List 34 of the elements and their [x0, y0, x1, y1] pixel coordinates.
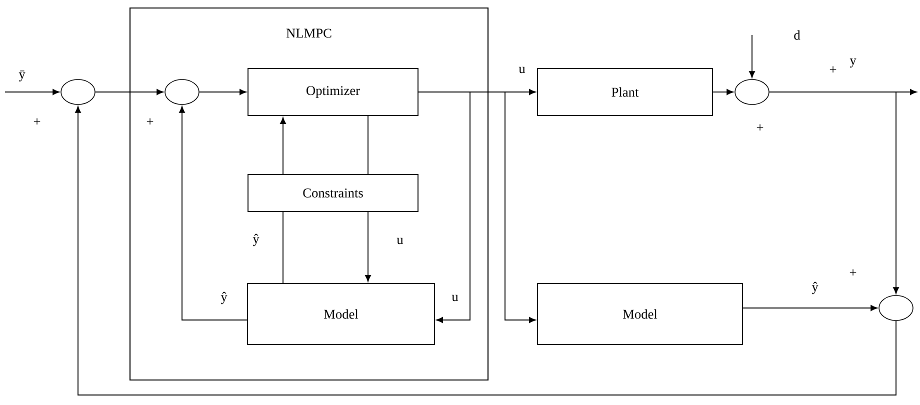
edge-label: ȳ: [18, 70, 26, 82]
block-box: Optimizer: [248, 68, 418, 116]
edge-label: y: [850, 58, 856, 68]
arrow: [198, 89, 246, 95]
summing-junction: [734, 79, 770, 105]
edge-label: ŷ: [220, 292, 228, 304]
block-box: Model: [537, 283, 743, 345]
block-box: Plant: [537, 68, 713, 116]
arrow: [768, 92, 899, 294]
edge-label: u: [518, 66, 526, 74]
arrow: [365, 212, 371, 282]
summing-junction: [878, 295, 914, 321]
edge-label: ŷ: [252, 234, 260, 246]
sign-label: +: [830, 66, 836, 72]
edge-label: u: [396, 238, 404, 244]
sign-label: +: [34, 118, 40, 124]
arrow: [179, 106, 248, 320]
arrow: [742, 305, 878, 311]
sign-label: +: [146, 118, 154, 124]
edge-label: d: [794, 30, 800, 40]
block-box: Constraints: [248, 174, 418, 212]
block-box: Model: [247, 283, 435, 345]
sign-label: +: [850, 269, 856, 276]
sign-label: +: [756, 124, 764, 130]
arrow: [4, 89, 60, 95]
edge-label: u: [452, 294, 458, 302]
arrow: [749, 34, 755, 78]
edge-label: ŷ: [812, 282, 818, 294]
summing-junction: [60, 79, 96, 105]
arrow: [712, 89, 734, 95]
summing-junction: [164, 79, 200, 105]
arrow: [280, 117, 286, 174]
arrow: [75, 106, 896, 396]
arrow: [94, 89, 164, 95]
